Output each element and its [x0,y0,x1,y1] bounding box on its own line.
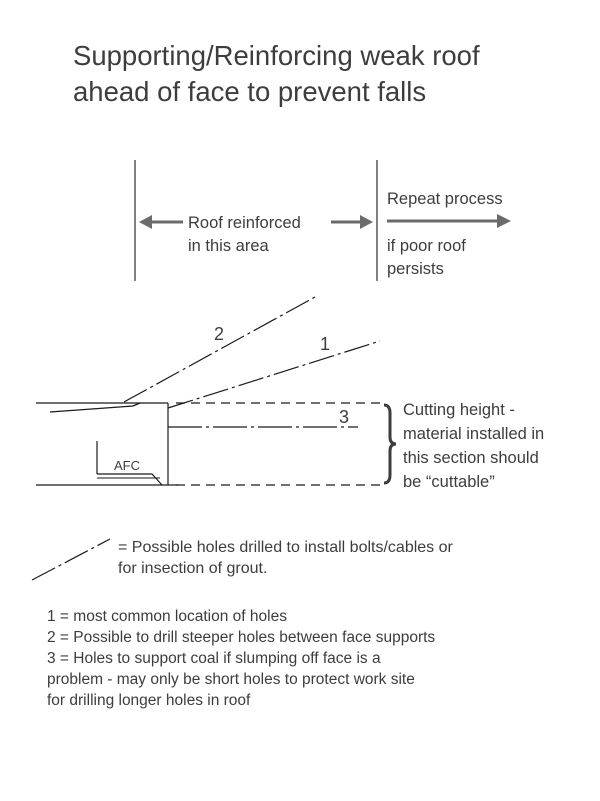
reinforced-area-left-arrow [139,215,183,229]
repeat-condition-label-1: if poor roof [387,237,466,255]
hole-line-2 [123,296,316,403]
diagram-title: Supporting/Reinforcing weak roof ahead o… [73,38,480,110]
hole-line-1 [167,340,381,409]
cutting-height-brace [383,403,397,485]
key-line-1: 1 = most common location of holes [47,608,287,625]
key-line-3: 3 = Holes to support coal if slumping of… [47,650,381,667]
key-line-2: 2 = Possible to drill steeper holes betw… [47,629,436,646]
cutting-height-label-4: be “cuttable” [403,473,495,491]
hole-key: 1 = most common location of holes 2 = Po… [47,606,435,711]
reinforced-area-label-1: Roof reinforced [188,214,301,232]
key-line-4: problem - may only be short holes to pro… [47,671,415,688]
reinforced-area-right-arrow [331,215,373,229]
shield-canopy [49,402,141,413]
legend-description: = Possible holes drilled to install bolt… [118,537,453,579]
legend-hole-line-sample [31,538,111,581]
afc-label: AFC [114,458,140,473]
cutting-height-label-2: material installed in [403,425,544,443]
hole-label-3: 3 [339,407,349,427]
key-line-5: for drilling longer holes in roof [47,692,251,709]
title-line-1: Supporting/Reinforcing weak roof [73,40,480,71]
legend-line-1: = Possible holes drilled to install bolt… [118,539,453,556]
reinforced-area-label-2: in this area [188,237,270,255]
afc-conveyor [96,441,163,486]
repeat-process-label: Repeat process [387,190,503,208]
legend-line-2: for insection of grout. [118,560,268,577]
hole-label-2: 2 [214,324,224,344]
hole-label-1: 1 [320,334,330,354]
repeat-condition-label-2: persists [387,260,444,278]
repeat-process-arrow [387,214,511,228]
title-line-2: ahead of face to prevent falls [73,76,427,107]
cutting-height-label-1: Cutting height - [403,401,515,419]
cutting-height-label-3: this section should [403,449,539,467]
